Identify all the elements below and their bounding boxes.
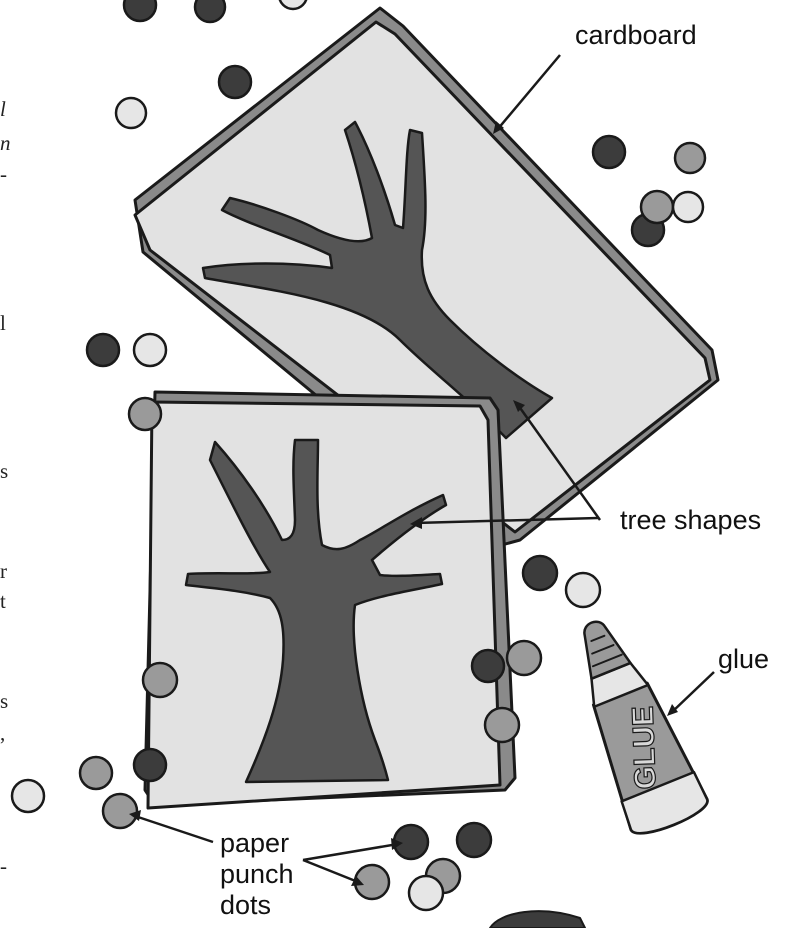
tree-shapes-label: tree shapes (620, 505, 761, 536)
dot (523, 556, 557, 590)
margin-fragment: l (0, 312, 6, 334)
dot (593, 136, 625, 168)
dot (80, 757, 112, 789)
dots-leader-3 (303, 860, 358, 882)
dot (641, 191, 673, 223)
dot (673, 192, 703, 222)
dots-leader-2 (303, 844, 398, 860)
margin-fragment: t (0, 590, 6, 612)
paper-punch-dots-line: paper (220, 828, 294, 859)
dot (103, 794, 137, 828)
bottom-cropped-shape (490, 911, 585, 928)
dot (219, 66, 251, 98)
dot (124, 0, 156, 21)
dot (116, 98, 146, 128)
dot (566, 573, 600, 607)
dot (87, 334, 119, 366)
cardboard-leader (497, 55, 560, 130)
dot (134, 334, 166, 366)
paper-punch-dots-line: punch (220, 859, 294, 890)
dots-leader (135, 816, 213, 842)
margin-fragment: - (0, 855, 7, 877)
dot (129, 398, 161, 430)
glue-bottle-label: GLUE (627, 705, 663, 789)
margin-fragment: , (0, 722, 5, 744)
dot (409, 876, 443, 910)
dot (485, 708, 519, 742)
dot (195, 0, 225, 22)
cardboard-label: cardboard (575, 20, 697, 51)
glue-label: glue (718, 644, 769, 675)
margin-fragment: n (0, 132, 11, 154)
dot (279, 0, 307, 9)
margin-fragment: - (0, 163, 7, 185)
margin-fragment: l (0, 98, 6, 120)
margin-fragment: s (0, 460, 8, 482)
dot (457, 823, 491, 857)
dot (134, 749, 166, 781)
glue-bottle: GLUE (553, 607, 711, 840)
dot (12, 780, 44, 812)
margin-fragment: s (0, 690, 8, 712)
dot (143, 663, 177, 697)
dot (675, 143, 705, 173)
dot (472, 650, 504, 682)
paper-punch-dots-line: dots (220, 890, 294, 921)
paper-punch-dots-label: paper punch dots (220, 828, 294, 921)
glue-leader (672, 672, 714, 712)
margin-fragment: r (0, 560, 7, 582)
dot (507, 641, 541, 675)
